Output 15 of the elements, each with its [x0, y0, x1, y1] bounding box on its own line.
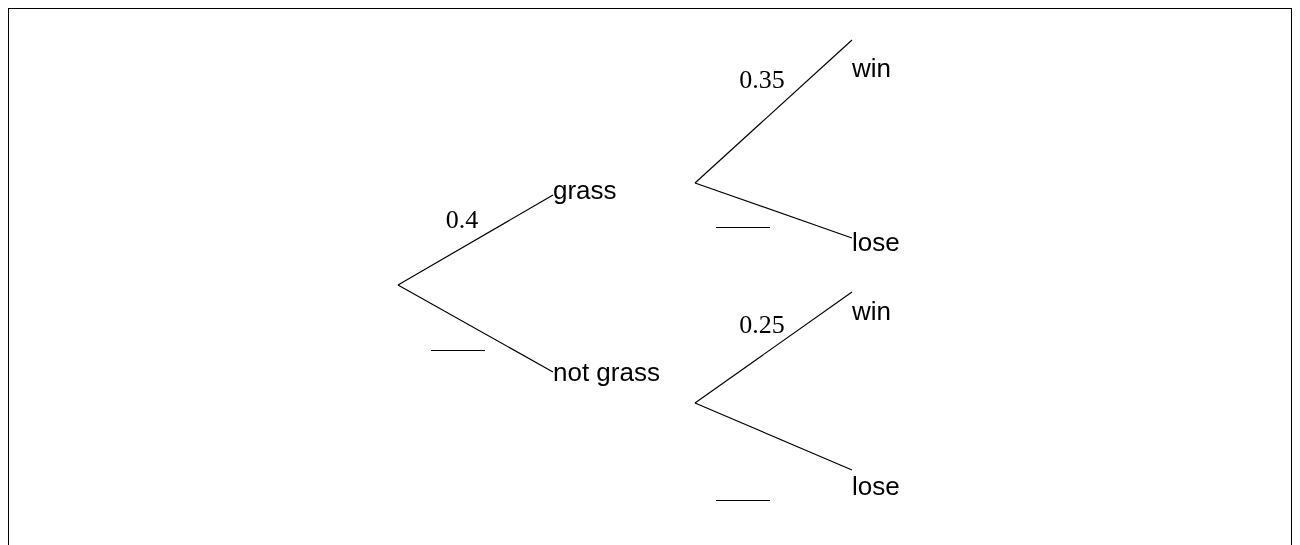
edge-label: 0.4	[445, 207, 479, 233]
outcome-label: not grass	[553, 359, 660, 385]
outcome-label: win	[852, 55, 891, 81]
branch-line	[694, 291, 853, 404]
branch-line	[694, 402, 853, 471]
edge-label: 0.35	[739, 67, 785, 93]
branch-line	[694, 39, 853, 184]
edge-label: 0.25	[739, 312, 785, 338]
outcome-label: grass	[553, 177, 617, 203]
branch-line	[694, 182, 853, 239]
outcome-label: lose	[852, 229, 900, 255]
outcome-label: lose	[852, 473, 900, 499]
branch-line	[397, 284, 554, 373]
branch-line	[397, 194, 554, 286]
outcome-label: win	[852, 298, 891, 324]
